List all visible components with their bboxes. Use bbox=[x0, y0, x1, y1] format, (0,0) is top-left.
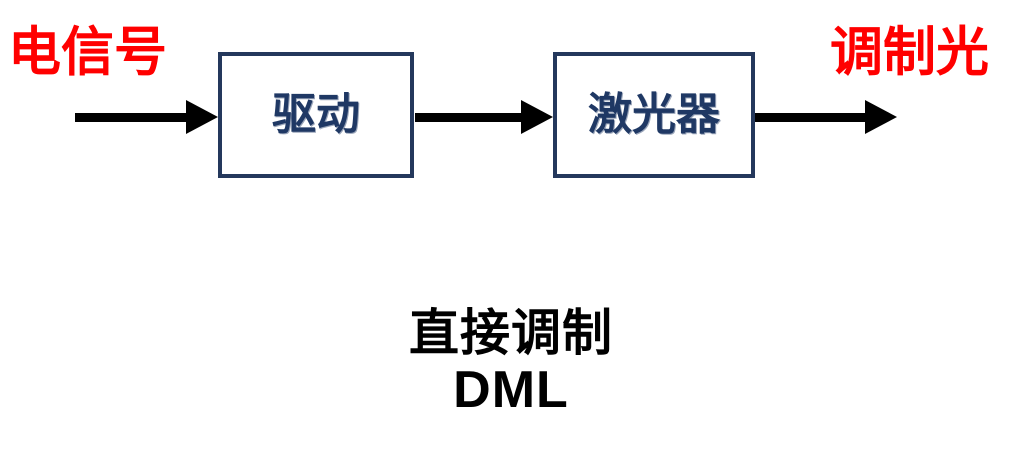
caption-title-cn: 直接调制 bbox=[409, 305, 613, 361]
block-driver: 驱动 bbox=[218, 52, 414, 178]
caption-title-en: DML bbox=[453, 361, 569, 419]
arrow-shaft bbox=[415, 113, 525, 122]
input-arrow-icon bbox=[75, 100, 218, 134]
arrow-shaft bbox=[755, 113, 869, 122]
output-light-label: 调制光 bbox=[830, 23, 989, 82]
arrow-head bbox=[186, 100, 218, 134]
block-laser-label: 激光器 bbox=[588, 90, 720, 139]
diagram-caption: 直接调制 DML bbox=[0, 305, 1022, 419]
arrow-head bbox=[521, 100, 553, 134]
output-arrow-icon bbox=[755, 100, 897, 134]
middle-arrow-icon bbox=[415, 100, 553, 134]
arrow-shaft bbox=[75, 113, 190, 122]
arrow-head bbox=[865, 100, 897, 134]
block-driver-label: 驱动 bbox=[272, 90, 360, 139]
input-signal-label: 电信号 bbox=[8, 23, 167, 82]
block-laser: 激光器 bbox=[553, 52, 755, 178]
